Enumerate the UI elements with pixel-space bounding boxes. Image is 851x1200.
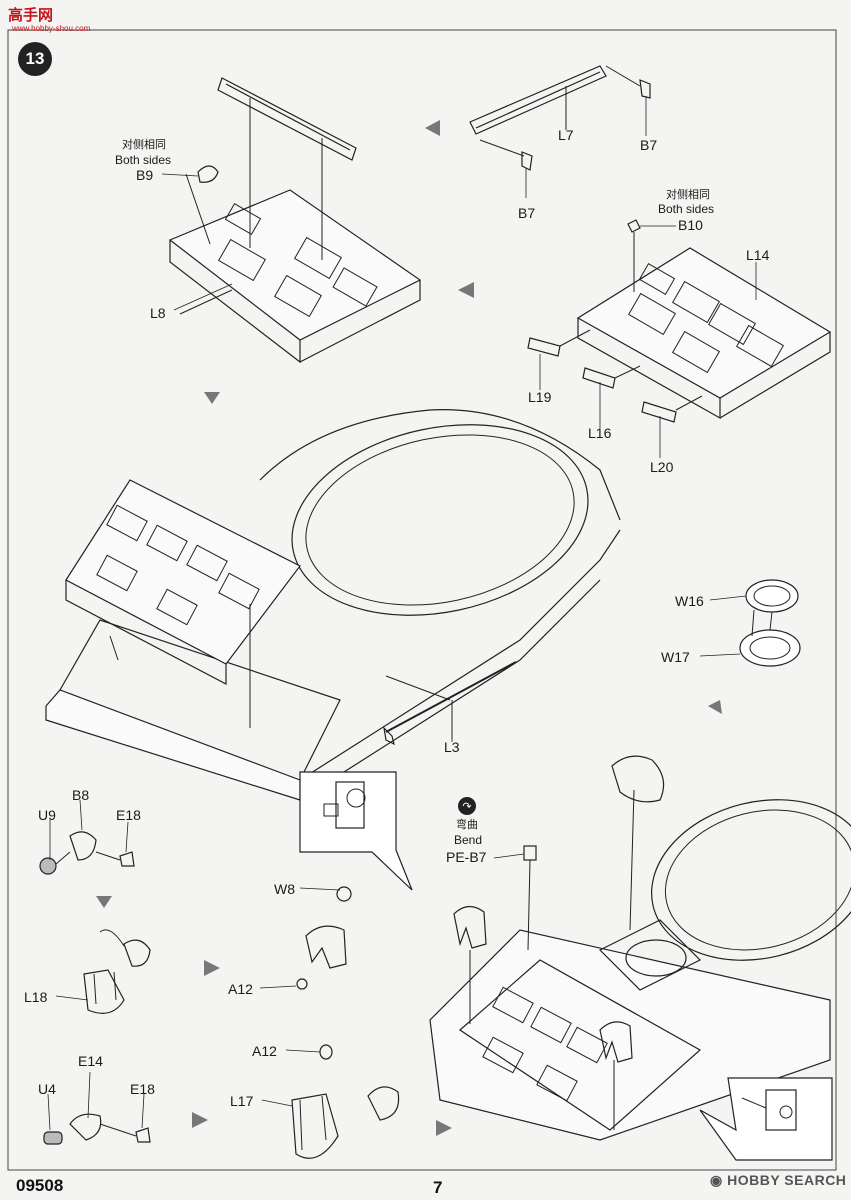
part-e18 bbox=[119, 851, 135, 867]
label-u9: U9 bbox=[38, 807, 56, 823]
part-u9 bbox=[39, 857, 57, 875]
part-l17 bbox=[291, 1093, 339, 1159]
label-a12-b: A12 bbox=[252, 1043, 277, 1059]
label-both-sides-en-2: Both sides bbox=[658, 202, 715, 216]
label-l20: L20 bbox=[650, 459, 674, 475]
label-l3: L3 bbox=[444, 739, 460, 755]
label-bend-cn: 弯曲 bbox=[456, 819, 478, 831]
label-l8: L8 bbox=[150, 305, 166, 321]
label-l19: L19 bbox=[528, 389, 552, 405]
label-w16: W16 bbox=[675, 593, 704, 609]
hobby-search-watermark: ◉ HOBBY SEARCH bbox=[710, 1172, 846, 1189]
label-w17: W17 bbox=[661, 649, 690, 665]
part-assembly-w8 bbox=[305, 925, 347, 969]
part-a12 bbox=[296, 978, 308, 990]
label-b10: B10 bbox=[678, 217, 703, 233]
label-l16: L16 bbox=[588, 425, 612, 441]
step-number-badge: 13 bbox=[18, 42, 52, 76]
label-l7: L7 bbox=[558, 127, 574, 143]
label-l17: L17 bbox=[230, 1093, 254, 1109]
turret-ring-right bbox=[651, 799, 851, 961]
page-number: 7 bbox=[433, 1178, 443, 1197]
rail-l7 bbox=[469, 65, 607, 135]
deck-panel-left bbox=[168, 189, 422, 341]
label-l18: L18 bbox=[24, 989, 48, 1005]
label-l14: L14 bbox=[746, 247, 770, 263]
label-pe-b7: PE-B7 bbox=[446, 849, 487, 865]
deck-assembled-mid bbox=[65, 479, 301, 665]
part-u4 bbox=[43, 1131, 63, 1145]
detail-inset-mid bbox=[299, 771, 413, 891]
hatch-open bbox=[611, 755, 665, 803]
kit-number: 09508 bbox=[16, 1176, 64, 1195]
label-u4: U4 bbox=[38, 1081, 56, 1097]
label-e18-b: E18 bbox=[130, 1081, 155, 1097]
label-b8: B8 bbox=[72, 787, 90, 803]
label-a12-a: A12 bbox=[228, 981, 253, 997]
hobby-search-icon: ◉ bbox=[710, 1172, 723, 1188]
label-w8: W8 bbox=[274, 881, 295, 897]
part-e14 bbox=[69, 1113, 102, 1141]
label-bend-en: Bend bbox=[454, 833, 483, 847]
deck-panel-right bbox=[576, 247, 832, 399]
label-e18-a: E18 bbox=[116, 807, 141, 823]
rail-l8 bbox=[217, 77, 357, 161]
label-b9: B9 bbox=[136, 167, 154, 183]
label-e14: E14 bbox=[78, 1053, 103, 1069]
hobby-search-text: HOBBY SEARCH bbox=[727, 1172, 847, 1188]
label-both-sides-cn-1: 对侧相同 bbox=[122, 139, 166, 151]
part-l18 bbox=[83, 969, 125, 1014]
label-b7-a: B7 bbox=[640, 137, 658, 153]
label-both-sides-en-1: Both sides bbox=[115, 153, 172, 167]
page-frame bbox=[7, 29, 837, 1171]
part-b8 bbox=[69, 831, 97, 861]
site-url: www.hobby-shou.com bbox=[12, 24, 91, 33]
bend-icon: ↷ bbox=[458, 797, 476, 815]
label-b7-b: B7 bbox=[518, 205, 536, 221]
site-logo: 高手网 bbox=[8, 7, 54, 24]
turret-ring-mid bbox=[291, 424, 589, 616]
hull-plate-mid bbox=[45, 689, 301, 801]
label-both-sides-cn-2: 对侧相同 bbox=[666, 189, 710, 201]
hatch-w17 bbox=[739, 629, 801, 667]
